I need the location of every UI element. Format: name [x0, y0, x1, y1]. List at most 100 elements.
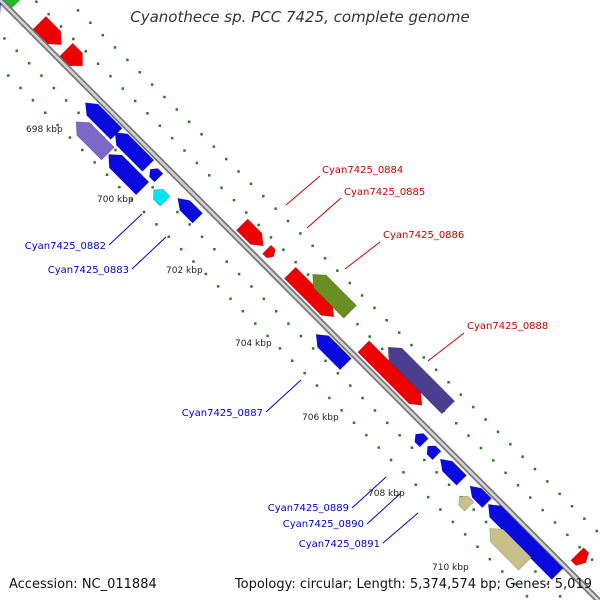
tick-dot: [225, 157, 228, 161]
tick-dot: [138, 71, 141, 74]
gene-leader-line: [285, 175, 321, 206]
feature-blue: [414, 433, 429, 448]
tick-dot: [311, 347, 315, 350]
tick-dot: [336, 372, 340, 375]
gene-label: Cyan7425_0884: [322, 165, 403, 176]
gene-leader-line: [382, 512, 419, 544]
tick-dot: [360, 294, 364, 297]
tick-dot: [291, 359, 294, 362]
tick-dot: [282, 248, 285, 251]
tick-dot: [504, 471, 507, 475]
tick-dot: [114, 148, 117, 152]
tick-dot: [299, 232, 302, 235]
gene-leader-line: [306, 197, 342, 229]
kbp-label: 704 kbp: [235, 339, 272, 349]
tick-dot: [311, 244, 314, 248]
tick-dot: [208, 174, 211, 177]
tick-dot: [142, 210, 146, 214]
tick-dot: [101, 33, 104, 37]
tick-dot: [287, 322, 290, 325]
tick-dot: [213, 248, 216, 251]
tick-dot: [266, 334, 269, 338]
tick-dot: [402, 471, 405, 474]
tick-dot: [216, 285, 220, 288]
tick-dot: [423, 458, 426, 462]
tick-dot: [348, 281, 351, 285]
feature-khaki: [489, 528, 532, 571]
tick-dot: [595, 529, 598, 533]
tick-dot: [68, 136, 72, 139]
tick-dot: [47, 12, 50, 16]
tick-dot: [229, 297, 232, 300]
tick-dot: [249, 182, 253, 186]
tick-dot: [294, 260, 297, 264]
tick-dot: [451, 520, 455, 524]
kbp-label: 698 kbp: [26, 125, 63, 135]
tick-dot: [225, 260, 228, 263]
tick-dot: [176, 210, 179, 214]
gene-leader-line: [265, 379, 302, 413]
tick-dot: [183, 149, 186, 152]
tick-dot: [521, 455, 524, 458]
tick-dot: [361, 396, 364, 400]
tick-dot: [315, 384, 319, 387]
tick-dot: [426, 495, 430, 499]
tick-dot: [455, 422, 458, 425]
tick-dot: [220, 186, 223, 189]
tick-dot: [192, 260, 195, 263]
tick-dot: [31, 99, 35, 102]
tick-dot: [257, 223, 260, 227]
feature-slate: [387, 346, 456, 415]
tick-dot: [349, 384, 352, 387]
tick-dot: [93, 161, 96, 164]
tick-dot: [245, 211, 248, 214]
tick-dot: [558, 492, 561, 496]
label-leader-layer: [108, 175, 465, 544]
tick-dot: [64, 99, 68, 102]
feature-blue: [108, 154, 150, 196]
tick-dot: [472, 508, 475, 511]
tick-dot: [121, 87, 124, 90]
tick-dot: [509, 443, 512, 446]
tick-dot: [167, 235, 170, 238]
tick-dot: [398, 434, 401, 437]
tick-dot: [439, 508, 442, 511]
tick-dot: [158, 124, 162, 127]
tick-dot: [303, 371, 306, 375]
tick-dot: [590, 558, 594, 561]
feature-red: [357, 340, 423, 406]
tick-dot: [435, 471, 438, 474]
feature-blue: [149, 168, 164, 183]
tick-dot: [529, 496, 532, 499]
tick-dot: [59, 25, 63, 28]
tick-dot: [89, 21, 92, 24]
tick-dot: [373, 306, 376, 310]
tick-dot: [488, 557, 492, 561]
tick-dot: [35, 0, 38, 3]
tick-dot: [175, 108, 179, 111]
tick-dot: [525, 595, 529, 598]
tick-dot: [262, 195, 265, 198]
tick-dot: [501, 570, 504, 573]
tick-dot: [109, 74, 112, 78]
tick-dot: [373, 409, 377, 412]
gene-label: Cyan7425_0883: [48, 265, 129, 276]
gene-leader-line: [427, 332, 465, 362]
tick-dot: [151, 186, 154, 189]
gene-leader-line: [344, 241, 381, 270]
gene-label: Cyan7425_0890: [283, 519, 364, 530]
tick-dot: [546, 480, 549, 483]
tick-dot: [410, 343, 413, 347]
tick-dot: [27, 62, 31, 65]
tick-dot: [328, 396, 331, 400]
tick-dot: [81, 148, 84, 152]
tick-dot: [179, 247, 183, 251]
tick-dot: [241, 309, 245, 313]
gene-label: Cyan7425_0888: [467, 321, 548, 332]
tick-dot: [422, 356, 426, 359]
tick-dot: [250, 285, 253, 288]
tick-dot: [356, 322, 359, 326]
tick-dot: [3, 37, 6, 40]
